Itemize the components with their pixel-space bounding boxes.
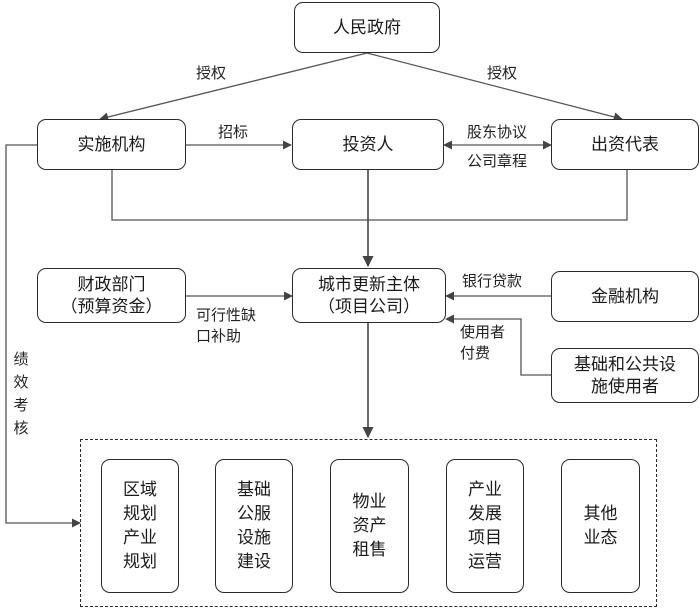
performance-review-char: 考 [13,396,29,414]
investor-box: 投资人 [292,119,444,170]
edge-gov-to-agency [99,52,368,122]
finance-dept-line2: （预算资金） [60,296,163,317]
implementing-agency-label: 实施机构 [77,134,146,155]
business-3-line: 产业 [468,480,502,500]
business-box-0: 区域 规划 产业 规划 [101,459,179,593]
performance-review-char: 核 [13,419,29,437]
label-articles-of-association: 公司章程 [467,152,528,170]
project-company-line2: （项目公司） [318,296,420,317]
business-0-line: 产业 [123,528,157,548]
business-4-line: 业态 [583,528,618,548]
label-viability-gap-line1: 可行性缺 [196,306,257,324]
label-shareholder-agreement: 股东协议 [467,123,528,141]
business-3-line: 发展 [468,504,502,524]
label-user-fee-line2: 付费 [460,344,491,362]
finance-dept-line1: 财政部门 [77,274,146,295]
capital-representative-label: 出资代表 [591,134,659,155]
edge-shareholders-bracket [111,170,628,221]
business-box-4: 其他 业态 [561,459,640,593]
project-company-box: 城市更新主体 （项目公司） [292,268,446,323]
business-1-line: 基础 [237,480,271,500]
business-4-line: 其他 [583,504,618,524]
financial-institution-box: 金融机构 [551,271,699,322]
infra-users-box: 基础和公共设 施使用者 [551,348,699,403]
capital-representative-box: 出资代表 [551,119,699,170]
government-box: 人民政府 [294,2,440,53]
business-box-1: 基础 公服 设施 建设 [215,459,293,593]
infra-users-line1: 基础和公共设 [574,354,676,375]
business-3-line: 项目 [468,528,502,548]
business-2-line: 物业 [352,492,387,512]
label-authorize-left: 授权 [196,64,227,82]
business-box-2: 物业 资产 租售 [330,459,409,593]
label-user-fee-line1: 使用者 [460,323,506,341]
label-bank-loan: 银行贷款 [462,272,523,290]
performance-review-char: 绩 [13,350,29,368]
label-performance-review: 绩 效 考 核 [12,348,30,440]
edge-performance-review [5,144,81,528]
business-0-line: 规划 [123,504,157,524]
business-1-line: 建设 [237,552,271,572]
label-bidding: 招标 [218,123,249,141]
implementing-agency-box: 实施机构 [37,119,186,170]
business-2-line: 租售 [352,540,387,560]
business-1-line: 公服 [237,504,271,524]
government-label: 人民政府 [333,17,401,38]
business-0-line: 规划 [123,552,157,572]
label-viability-gap-line2: 口补助 [196,327,242,345]
label-authorize-right: 授权 [487,64,518,82]
infra-users-line2: 施使用者 [591,376,659,397]
business-box-3: 产业 发展 项目 运营 [446,459,524,593]
business-3-line: 运营 [468,552,502,572]
business-2-line: 资产 [352,516,387,536]
business-1-line: 设施 [237,528,271,548]
financial-institution-label: 金融机构 [591,286,659,307]
investor-label: 投资人 [342,134,394,155]
edge-gov-to-capital-rep [366,52,623,122]
edge-users-to-company [445,314,551,376]
project-company-line1: 城市更新主体 [318,274,420,295]
finance-dept-box: 财政部门 （预算资金） [37,268,186,323]
business-0-line: 区域 [123,480,157,500]
business-group-frame [80,439,657,607]
performance-review-char: 效 [13,373,29,391]
